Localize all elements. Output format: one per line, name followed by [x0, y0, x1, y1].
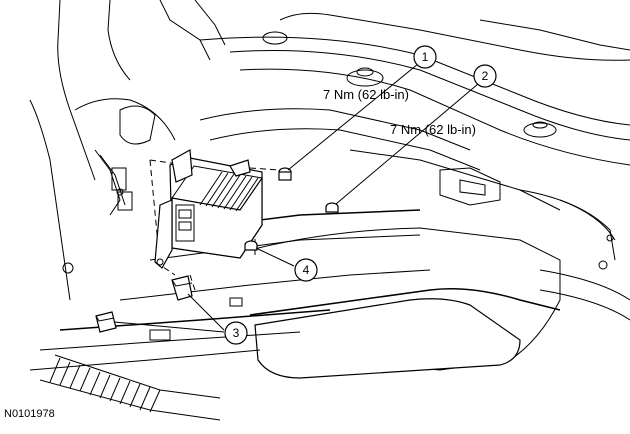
- callout-4-number: 4: [303, 263, 310, 277]
- leader-lines: [113, 63, 479, 333]
- nut-4: [244, 240, 258, 251]
- callout-1: 1: [413, 45, 437, 69]
- electronic-module: [154, 149, 263, 269]
- body-panel-linework: [29, 0, 630, 421]
- isolator-3a: [171, 275, 193, 301]
- bolt-1: [278, 167, 292, 181]
- cooling-fins: [199, 171, 259, 212]
- callout-3: 3: [224, 321, 248, 345]
- nut-2: [325, 202, 339, 213]
- fasteners: [95, 167, 339, 333]
- callout-1-torque: 7 Nm (62 lb-in): [323, 87, 409, 102]
- callout-2: 2: [473, 64, 497, 88]
- grille-pattern: [49, 357, 161, 413]
- callout-1-number: 1: [422, 50, 429, 64]
- callout-4: 4: [294, 258, 318, 282]
- callout-3-number: 3: [233, 326, 240, 340]
- callout-2-number: 2: [482, 69, 489, 83]
- callout-2-torque: 7 Nm (62 lb-in): [390, 122, 476, 137]
- isolator-3b: [95, 311, 117, 333]
- figure-id: N0101978: [4, 408, 55, 420]
